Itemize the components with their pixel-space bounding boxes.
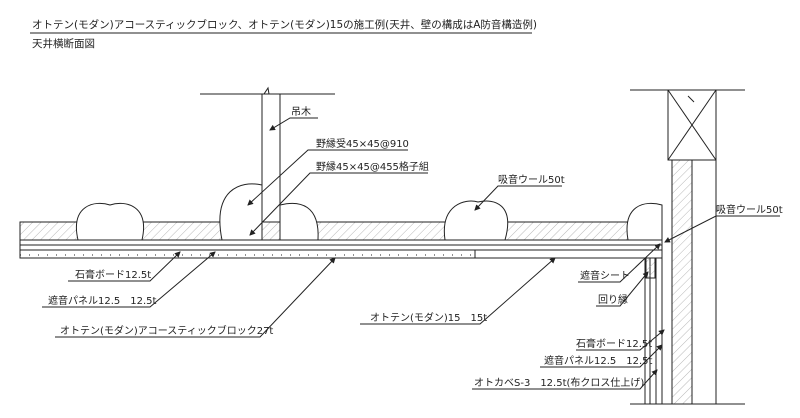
leader-lines	[42, 117, 780, 390]
label-wool-ceiling: 吸音ウール50t	[498, 173, 565, 186]
ceiling-structure	[19, 86, 663, 259]
label-panel-wall: 遮音パネル12.5 12.5t	[544, 354, 653, 367]
label-gypsum-ceiling: 石膏ボード12.5t	[75, 268, 151, 281]
label-otokabe: オトカベS-3 12.5t(布クロス仕上げ)	[474, 376, 644, 389]
label-oteten15: オトテン(モダン)15 15t	[370, 311, 487, 324]
wall-structure	[630, 89, 745, 405]
label-sound-sheet: 遮音シート	[580, 269, 630, 282]
label-panel-ceiling: 遮音パネル12.5 12.5t	[48, 294, 157, 307]
label-acoustic-block: オトテン(モダン)アコースティックブロック27t	[60, 324, 273, 337]
drawing-subtitle: 天井横断面図	[32, 37, 95, 50]
label-hanger: 吊木	[291, 106, 311, 118]
drawing-title: オトテン(モダン)アコースティックブロック、オトテン(モダン)15の施工例(天井…	[32, 18, 537, 31]
label-wool-wall: 吸音ウール50t	[716, 203, 783, 216]
label-joist: 野縁45×45@455格子組	[316, 160, 429, 173]
label-gypsum-wall: 石膏ボード12.5t	[576, 337, 652, 350]
label-molding: 回り縁	[598, 293, 628, 306]
label-joist-bearer: 野縁受45×45@910	[316, 137, 409, 150]
